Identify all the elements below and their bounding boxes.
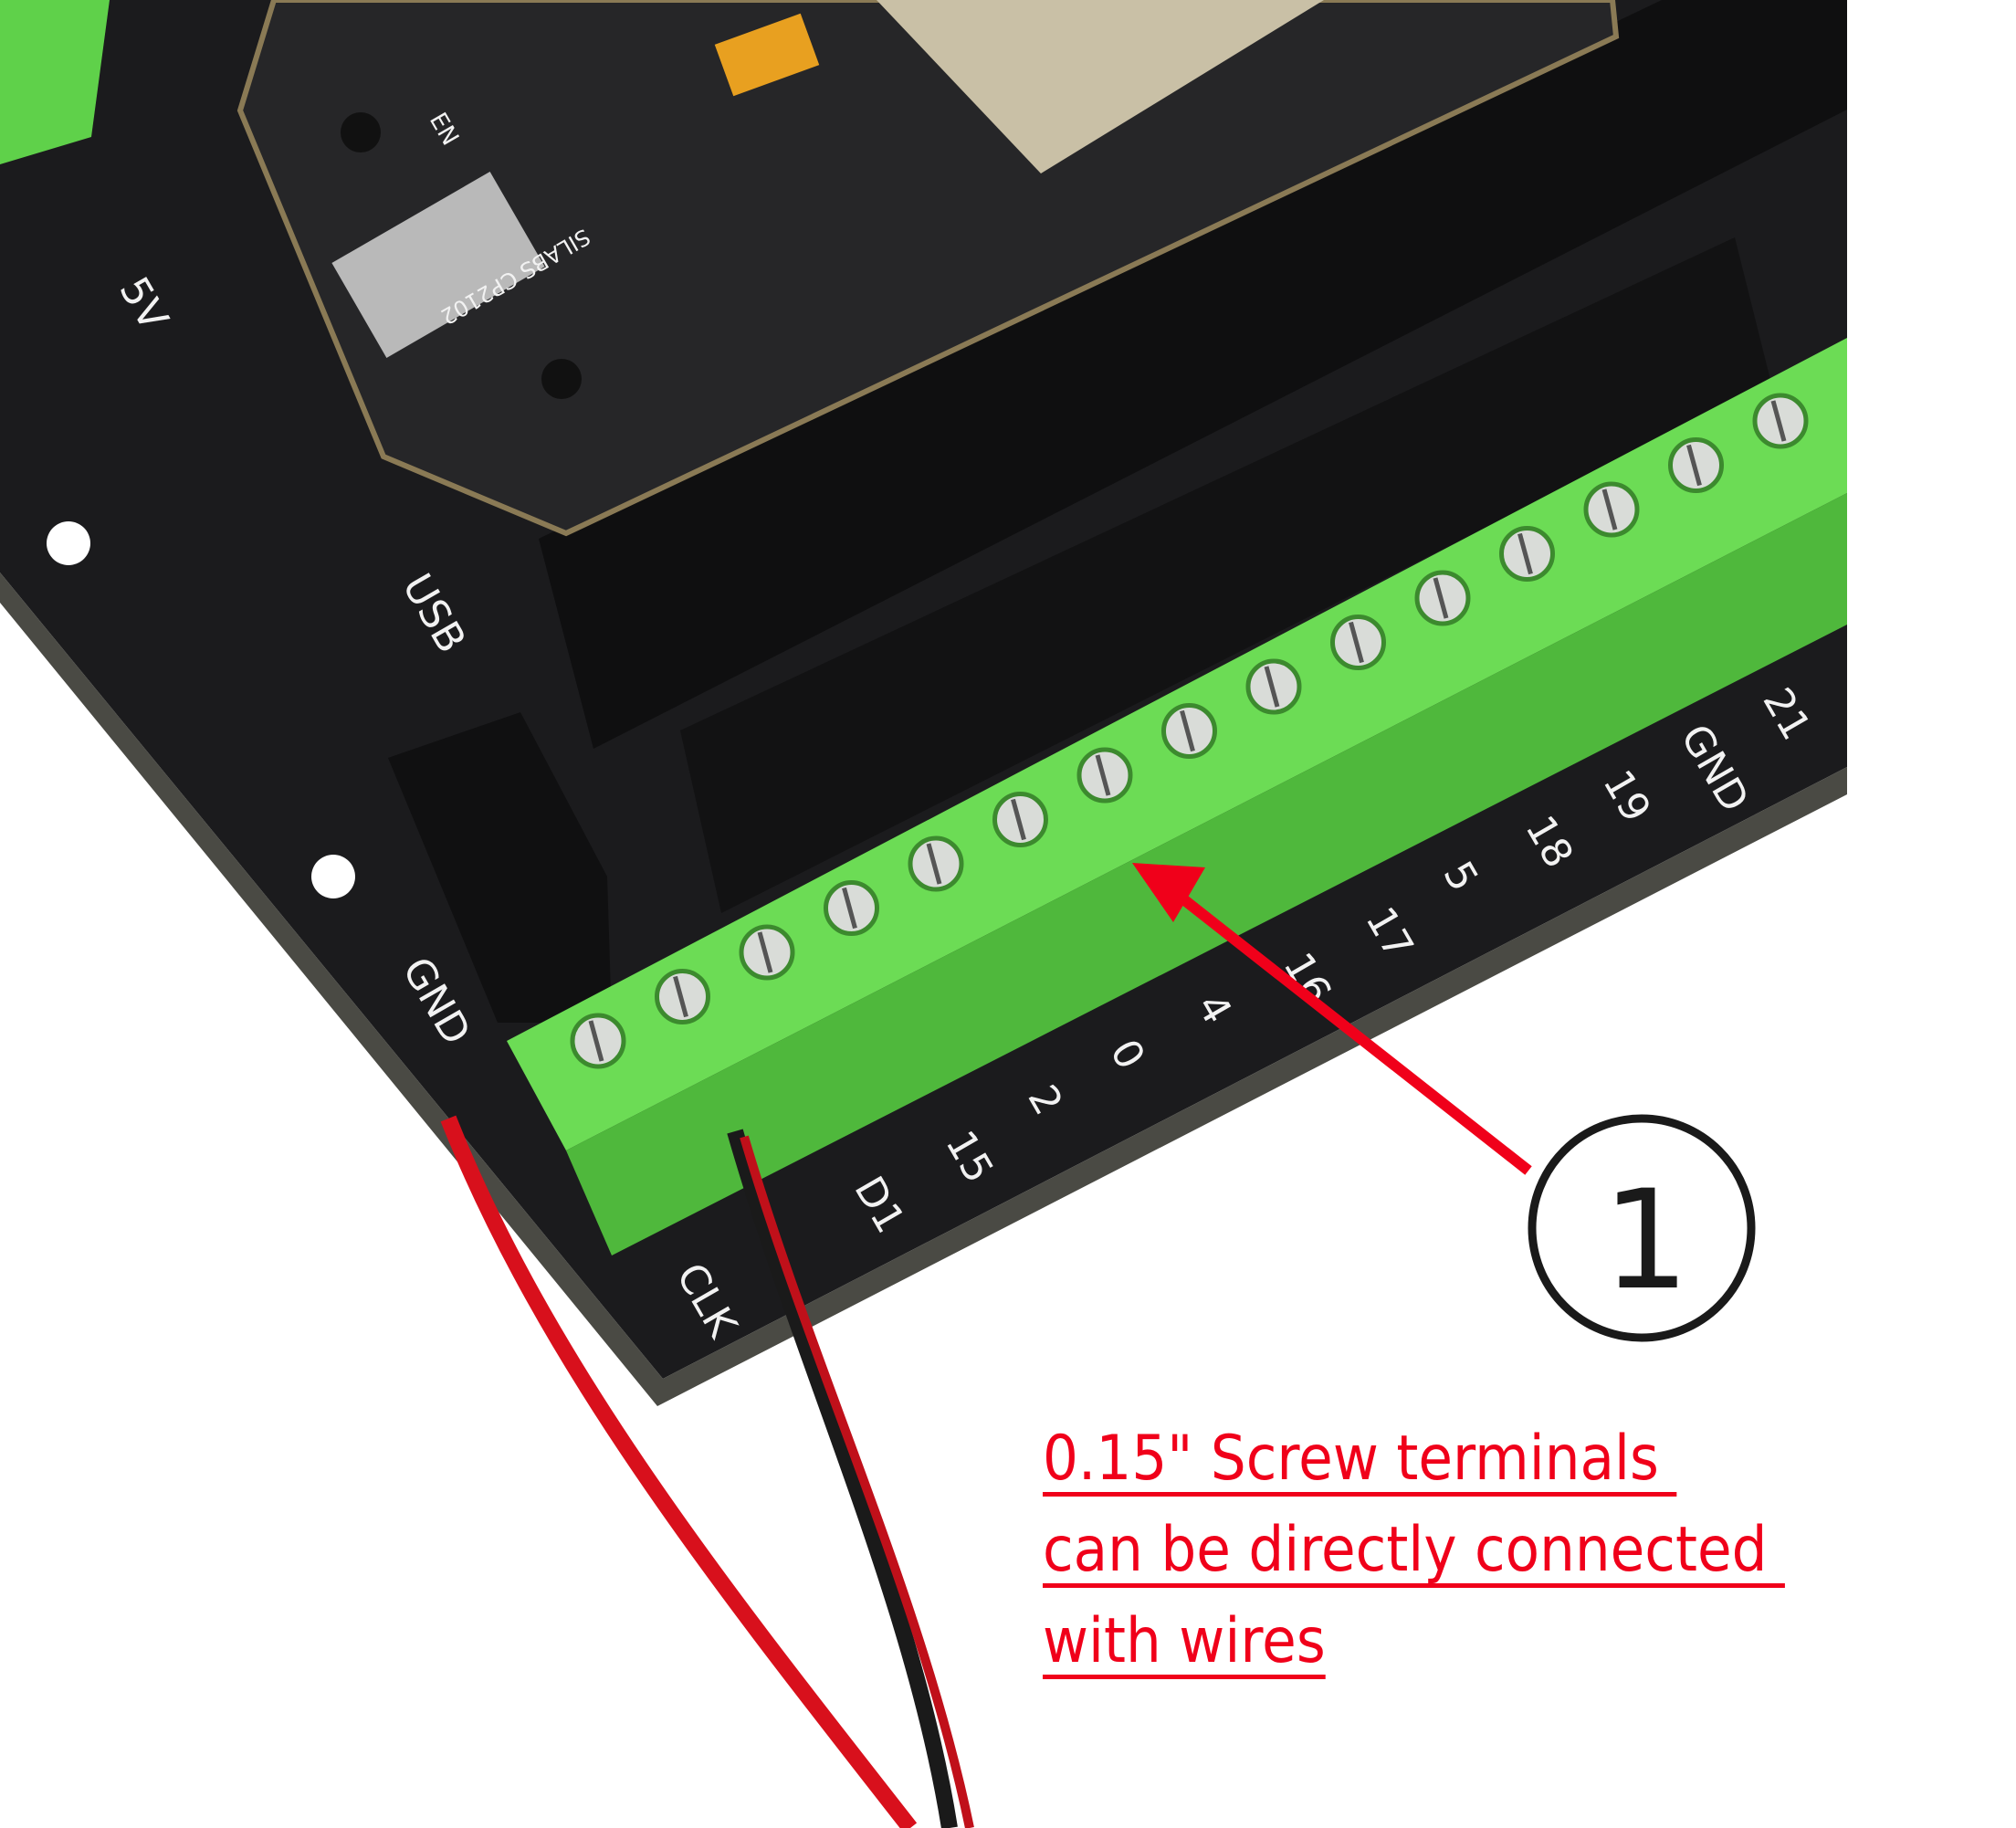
screw-terminal-block: [507, 338, 1847, 1255]
screw-slot: [1517, 532, 1533, 575]
terminal-front-face: [566, 493, 1847, 1255]
callout-arrow-shaft: [1174, 890, 1532, 1175]
capacitor: [714, 13, 820, 97]
screw-slot: [1770, 400, 1787, 442]
annotation-line: with wires: [1043, 1605, 1326, 1677]
mount-hole: [311, 855, 355, 898]
screw-slot: [757, 931, 773, 973]
usb-port: [331, 172, 545, 358]
callout-number: 1: [1602, 1161, 1689, 1320]
red-wire: [440, 1115, 918, 1828]
metal-shield: [877, 0, 1324, 173]
button: [341, 112, 381, 152]
screw-slot: [1264, 666, 1280, 708]
annotation-line: can be directly connected: [1043, 1514, 1785, 1586]
screw-slot: [842, 887, 857, 930]
callout-arrow-head: [1132, 863, 1205, 922]
screw-slot: [673, 975, 688, 1018]
header-row-front: [680, 237, 1771, 913]
button: [541, 359, 582, 399]
black-wire: [727, 1129, 958, 1828]
esp32-module: [236, 0, 1620, 537]
screw-slot: [1433, 577, 1449, 619]
screw-slot: [926, 843, 942, 885]
header-row-back: [539, 0, 1847, 749]
annotation-line: 0.15" Screw terminals: [1043, 1423, 1677, 1495]
red-wire-2: [740, 1135, 974, 1828]
mount-hole: [47, 521, 90, 565]
callout-circle: [1528, 1114, 1756, 1342]
screw-slot: [1686, 444, 1702, 487]
screw-slot: [1095, 754, 1111, 796]
screw-slot: [588, 1020, 604, 1062]
screw-slot: [1011, 798, 1026, 841]
screw-slot: [1180, 709, 1195, 752]
header-2x3: [388, 712, 612, 1023]
annotation-text: 0.15" Screw terminals can be directly co…: [1043, 1413, 1867, 1687]
screw-slot: [1349, 621, 1364, 664]
screw-slot: [1601, 489, 1618, 531]
green-terminal-left: [0, 0, 110, 164]
